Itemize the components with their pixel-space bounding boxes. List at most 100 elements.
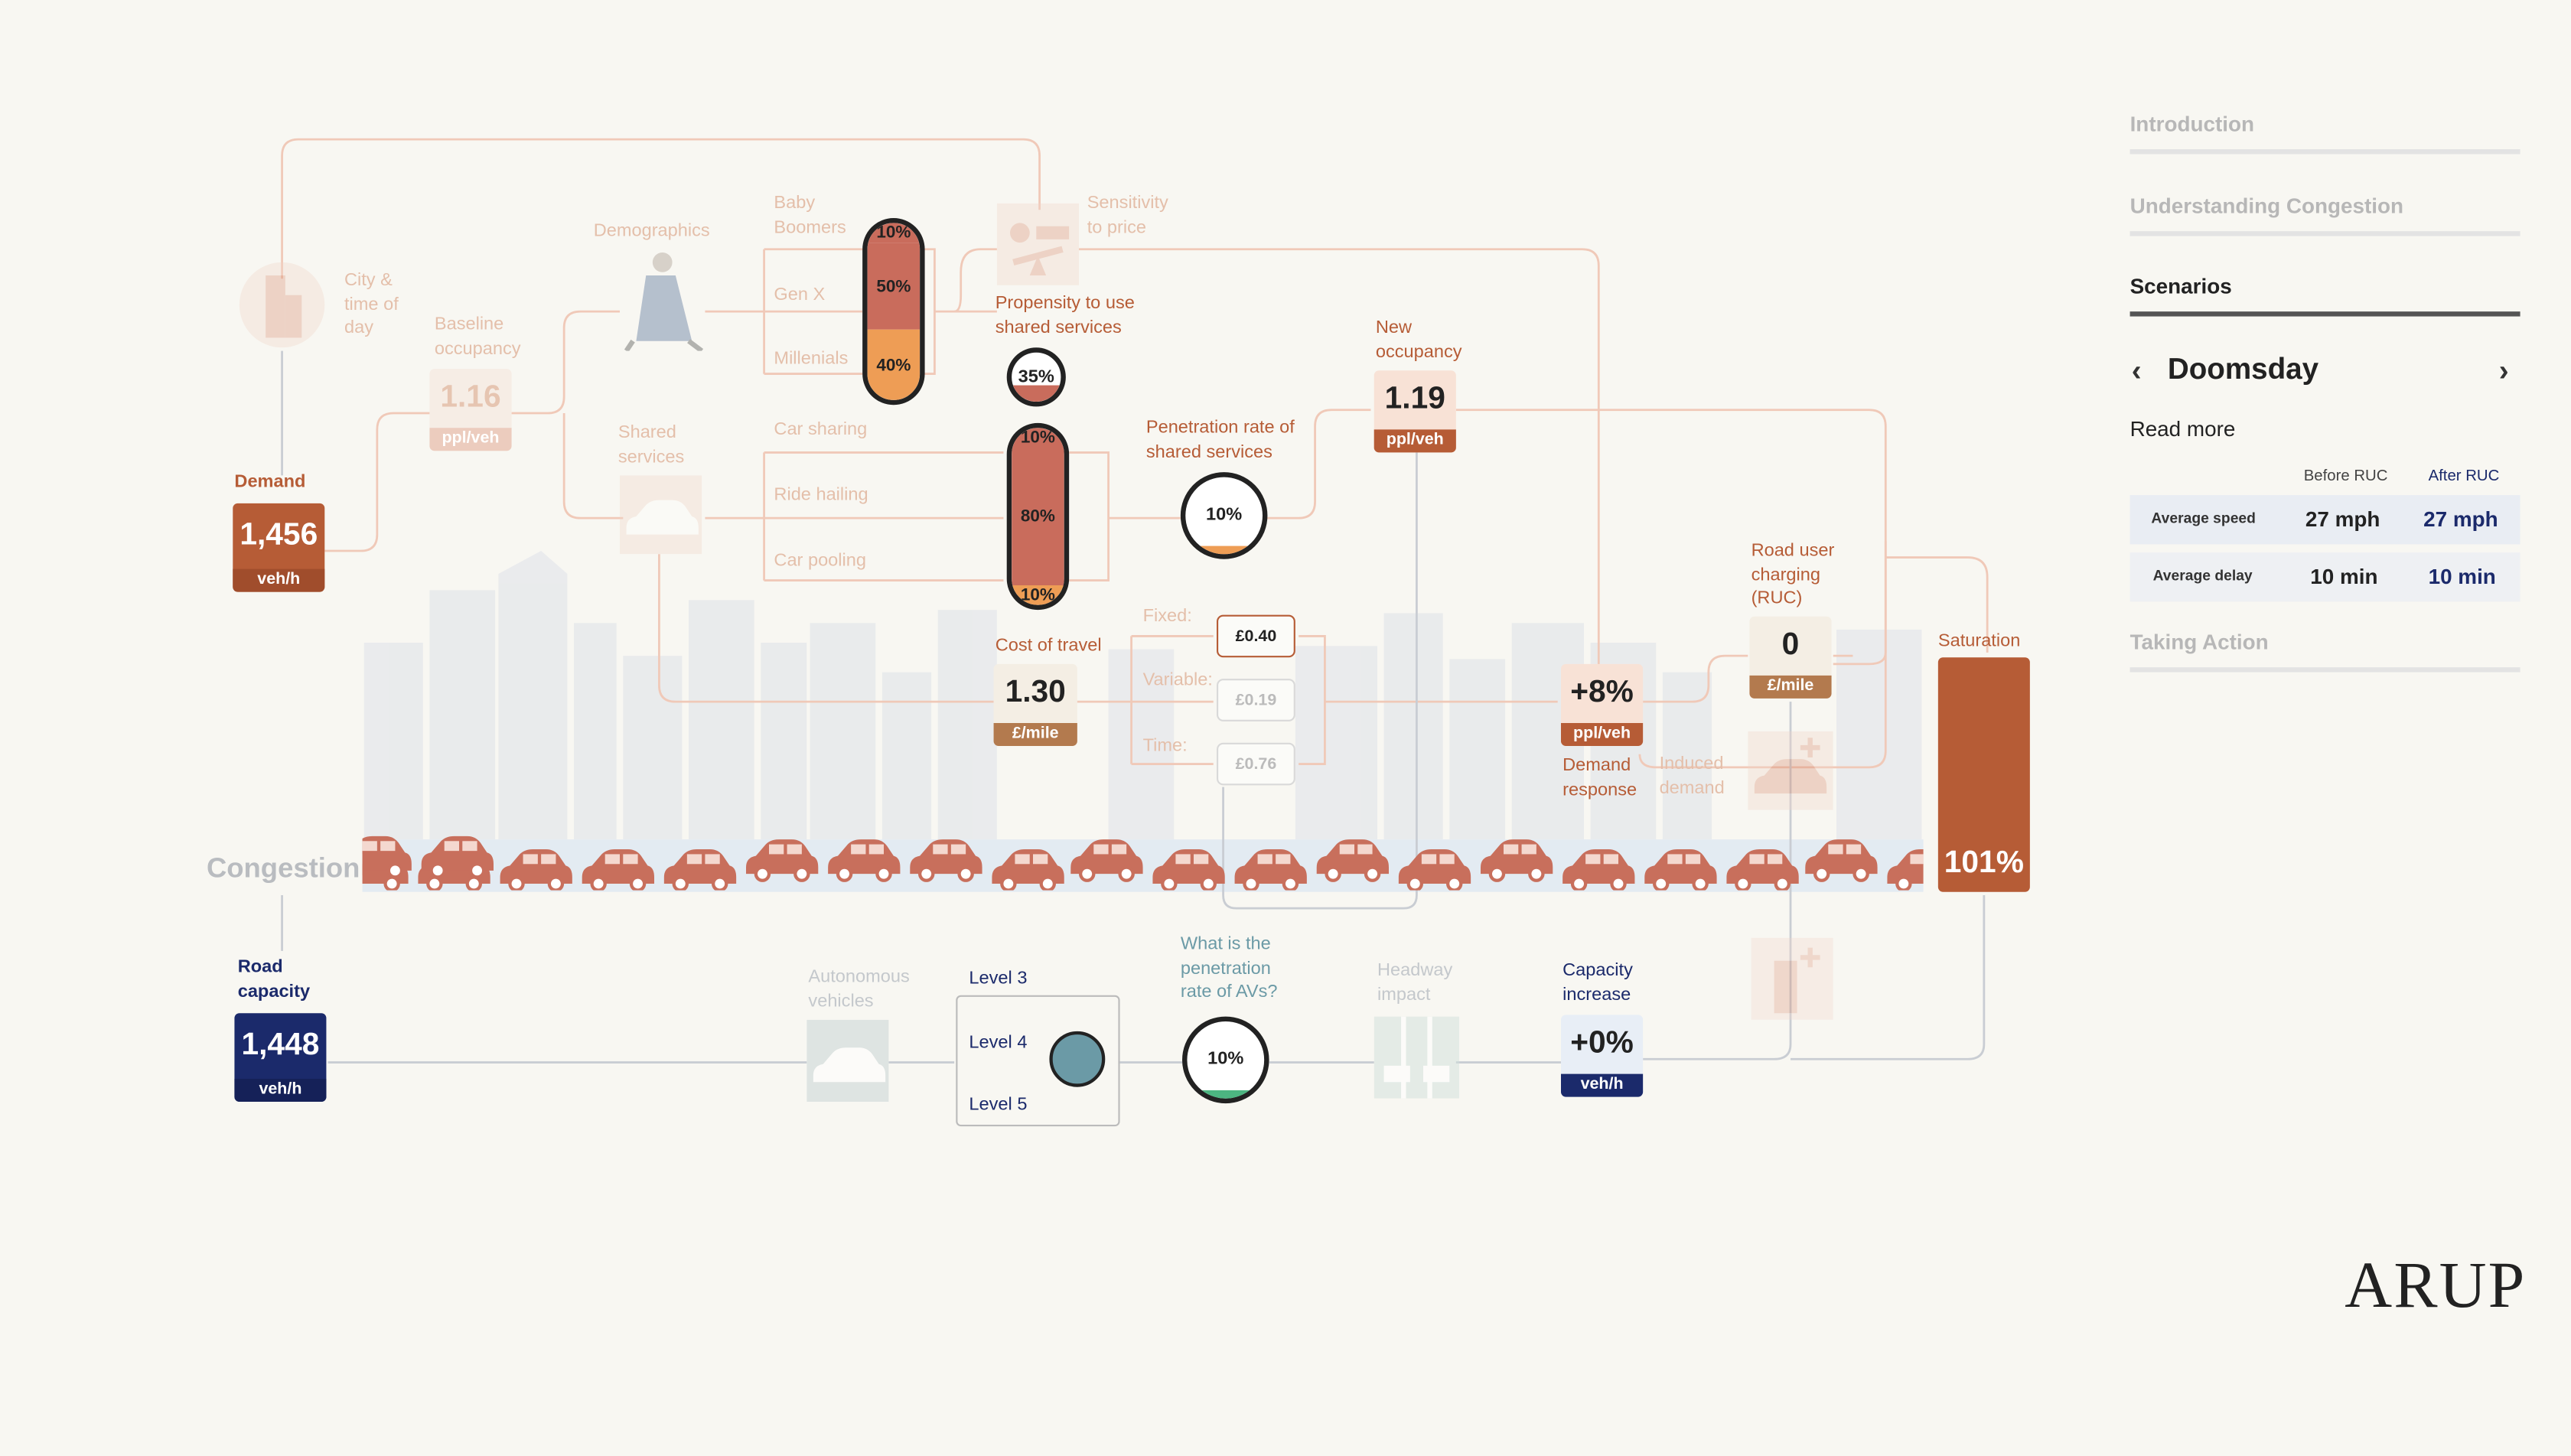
ruc-unit: £/mile — [1749, 675, 1832, 699]
shared-car-icon — [620, 475, 702, 555]
nav-introduction[interactable]: Introduction — [2129, 112, 2520, 155]
mode-car-sharing-label: Car sharing — [774, 419, 868, 440]
comparison-row-delay: Average delay 10 min 10 min — [2129, 552, 2520, 602]
metric-average-delay: Average delay — [2152, 567, 2253, 584]
congestion-label: Congestion — [207, 852, 360, 884]
new-occupancy-box: 1.19 ppl/veh — [1373, 370, 1456, 453]
delay-before-ruc: 10 min — [2310, 564, 2378, 589]
variable-cost-input[interactable]: £0.19 — [1217, 679, 1295, 721]
sensitivity-label: Sensitivity to price — [1087, 193, 1168, 237]
shared-services-split-slider[interactable]: 10% 80% 10% — [1006, 422, 1070, 611]
nav-taking-action[interactable]: Taking Action — [2129, 630, 2520, 673]
av-penetration-label: What is the penetration rate of AVs? — [1180, 934, 1278, 1002]
delay-after-ruc: 10 min — [2428, 564, 2496, 589]
saturation-value: 101% — [1944, 845, 2024, 881]
propensity-label: Propensity to use shared services — [995, 293, 1135, 337]
autonomous-car-icon — [806, 1019, 889, 1102]
baseline-occupancy-unit: ppl/veh — [429, 428, 512, 451]
penetration-shared-fill — [1185, 546, 1263, 555]
read-more-link[interactable]: Read more — [2129, 416, 2236, 441]
next-scenario-button[interactable]: › — [2498, 353, 2509, 387]
av-level-selector — [956, 995, 1120, 1127]
av-penetration-dial[interactable]: 10% — [1182, 1016, 1269, 1104]
propensity-value: 35% — [1018, 367, 1054, 387]
scenario-name: Doomsday — [2167, 352, 2319, 386]
av-level-4-option[interactable]: Level 4 — [969, 1033, 1028, 1053]
demand-response-value: +8% — [1570, 675, 1634, 710]
variable-cost-label: Variable: — [1142, 670, 1213, 691]
new-occupancy-label: New occupancy — [1375, 318, 1462, 362]
shared-services-label: Shared services — [617, 422, 685, 467]
prev-scenario-button[interactable]: ‹ — [2131, 353, 2142, 387]
capacity-increase-unit: veh/h — [1560, 1073, 1644, 1097]
av-penetration-fill — [1187, 1090, 1265, 1099]
cost-of-travel-unit: £/mile — [993, 723, 1077, 746]
nav-understanding-congestion[interactable]: Understanding Congestion — [2129, 194, 2520, 236]
demand-label: Demand — [234, 472, 306, 492]
headway-road-icon — [1373, 1016, 1460, 1099]
baseline-occupancy-value: 1.16 — [440, 380, 501, 415]
demand-response-box: +8% ppl/veh — [1560, 663, 1644, 746]
demand-value: 1,456 — [240, 518, 318, 553]
building-plus-icon — [1751, 937, 1833, 1020]
speed-after-ruc: 27 mph — [2423, 507, 2498, 532]
penetration-shared-value: 10% — [1206, 505, 1243, 525]
pill-segment-ride-hailing: 80% — [1012, 448, 1064, 585]
baseline-occupancy-label: Baseline occupancy — [434, 314, 521, 359]
ruc-box[interactable]: 0 £/mile — [1749, 616, 1832, 699]
cost-of-travel-label: Cost of travel — [995, 636, 1102, 656]
person-walking-icon — [624, 252, 704, 351]
city-building-icon — [239, 262, 325, 348]
capacity-increase-box: +0% veh/h — [1560, 1015, 1644, 1097]
pill-segment-millenials: 40% — [867, 330, 921, 400]
mode-car-pooling-label: Car pooling — [774, 551, 866, 571]
group-gen-x-label: Gen X — [774, 285, 826, 305]
baseline-occupancy-box: 1.16 ppl/veh — [429, 369, 512, 451]
penetration-shared-label: Penetration rate of shared services — [1145, 418, 1295, 462]
induced-demand-label: Induced demand — [1659, 754, 1725, 798]
capacity-increase-value: +0% — [1570, 1026, 1634, 1061]
time-cost-input[interactable]: £0.76 — [1217, 742, 1295, 786]
demographics-label: Demographics — [593, 221, 710, 241]
time-cost-label: Time: — [1142, 736, 1188, 756]
road-capacity-value: 1,448 — [241, 1028, 320, 1063]
propensity-dial[interactable]: 35% — [1006, 347, 1066, 407]
speed-before-ruc: 27 mph — [2305, 507, 2380, 532]
arup-logo: ARUP — [2345, 1247, 2527, 1322]
group-baby-boomers-label: Baby Boomers — [774, 193, 846, 237]
fixed-cost-input[interactable]: £0.40 — [1217, 614, 1295, 658]
demographics-split-slider[interactable]: 10% 50% 40% — [862, 218, 925, 406]
nav-scenarios[interactable]: Scenarios — [2129, 274, 2520, 317]
demand-box: 1,456 veh/h — [233, 503, 325, 592]
capacity-increase-label: Capacity increase — [1562, 960, 1633, 1005]
road-capacity-label: Road capacity — [237, 957, 311, 1002]
price-sensitivity-icon — [996, 203, 1079, 285]
saturation-label: Saturation — [1937, 631, 2021, 651]
after-ruc-header: After RUC — [2428, 467, 2500, 486]
demand-unit: veh/h — [233, 568, 325, 592]
new-occupancy-value: 1.19 — [1384, 382, 1445, 417]
penetration-shared-dial[interactable]: 10% — [1180, 472, 1268, 559]
headway-impact-label: Headway impact — [1377, 960, 1453, 1005]
cost-of-travel-value: 1.30 — [1005, 675, 1066, 710]
group-millenials-label: Millenials — [774, 349, 849, 370]
fixed-cost-label: Fixed: — [1142, 606, 1192, 627]
av-level-5-option[interactable]: Level 5 — [969, 1095, 1028, 1116]
av-level-3-option[interactable]: Level 3 — [969, 969, 1028, 989]
city-time-label: City & time of day — [344, 270, 399, 338]
mode-ride-hailing-label: Ride hailing — [774, 485, 868, 505]
congestion-car-row — [363, 825, 1924, 891]
road-capacity-box: 1,448 veh/h — [234, 1013, 327, 1102]
demand-response-unit: ppl/veh — [1560, 723, 1644, 746]
before-ruc-header: Before RUC — [2303, 467, 2388, 486]
saturation-bar: 101% — [1937, 657, 2030, 892]
pill-segment-gen-x: 50% — [867, 243, 921, 331]
comparison-row-speed: Average speed 27 mph 27 mph — [2129, 495, 2520, 545]
ruc-label: Road user charging (RUC) — [1751, 541, 1835, 608]
av-penetration-value: 10% — [1207, 1049, 1244, 1070]
demand-response-label: Demand response — [1562, 755, 1637, 800]
autonomous-vehicles-label: Autonomous vehicles — [808, 967, 910, 1011]
av-level-selected-knob[interactable] — [1049, 1031, 1106, 1087]
metric-average-speed: Average speed — [2151, 510, 2256, 526]
